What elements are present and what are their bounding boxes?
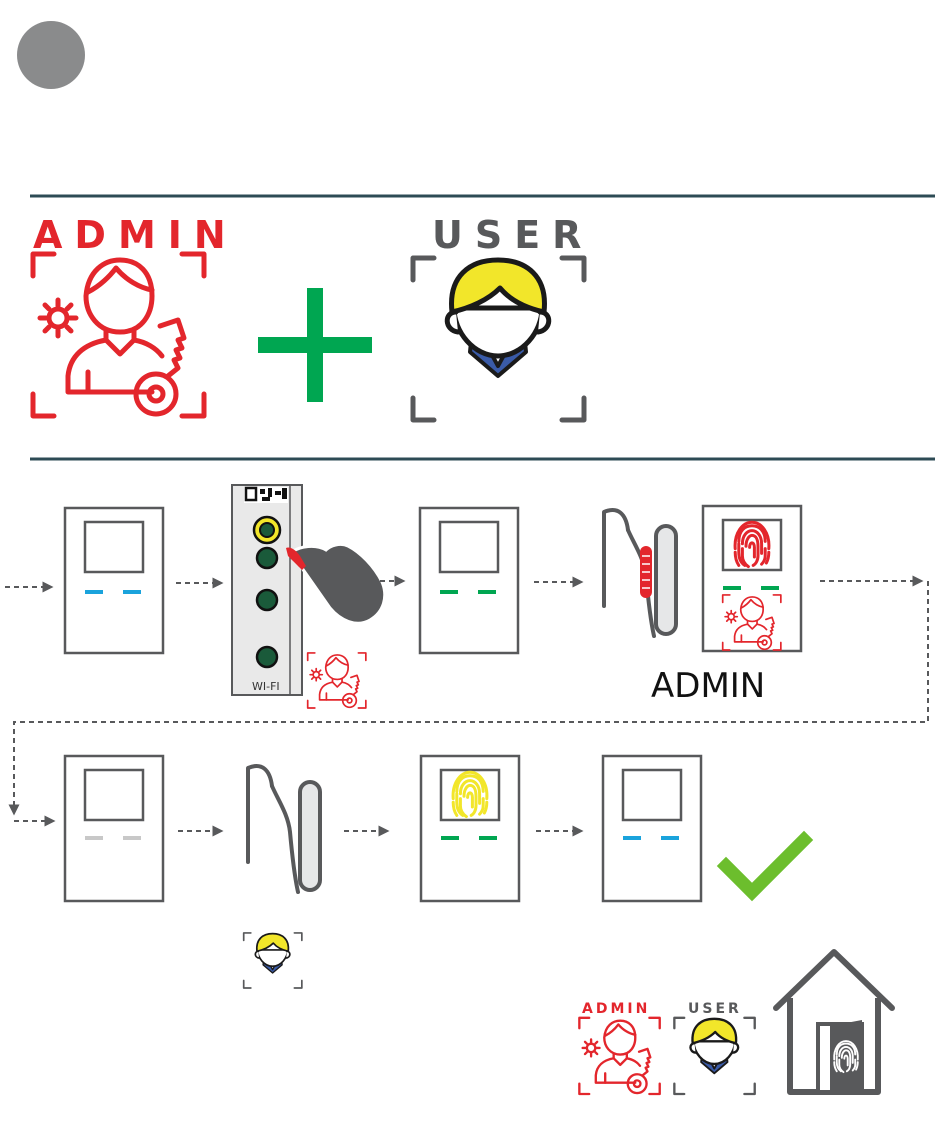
user-title: USER [432, 213, 593, 257]
finger-swipe-icon [248, 766, 320, 892]
device-button [257, 590, 277, 610]
plus-icon [258, 288, 372, 402]
device-button [257, 548, 277, 568]
finger-swipe-icon [604, 510, 676, 636]
check-icon [726, 840, 804, 892]
admin-icon [308, 653, 366, 708]
result-user-title: USER [688, 1001, 742, 1017]
wifi-label: WI-FI [252, 680, 280, 693]
flow-row-1: WI-FI [5, 485, 918, 708]
device-button [257, 647, 277, 667]
panel-admin-fingerprint [703, 506, 801, 651]
qr-code-icon [244, 487, 288, 503]
admin-label: ADMIN [651, 666, 765, 706]
house-door-icon [776, 952, 892, 1092]
panel-ready-green [420, 508, 518, 653]
result-section: ADMIN USER [579, 952, 892, 1094]
flow-row-2 [14, 756, 804, 988]
panel-user-fingerprint [421, 756, 519, 901]
device-back-buttons: WI-FI [232, 485, 302, 695]
panel-standby-grey [65, 756, 163, 901]
admin-icon [579, 1018, 659, 1094]
admin-title: ADMIN [33, 213, 238, 257]
panel-idle-blue [65, 508, 163, 653]
admin-icon [33, 254, 204, 416]
step-number-circle [17, 21, 85, 89]
user-icon [244, 933, 302, 988]
user-icon [413, 258, 584, 420]
roles-section: ADMIN USER [33, 213, 593, 420]
user-icon [674, 1018, 754, 1094]
panel-done-blue [603, 756, 701, 901]
result-admin-title: ADMIN [582, 1001, 650, 1017]
